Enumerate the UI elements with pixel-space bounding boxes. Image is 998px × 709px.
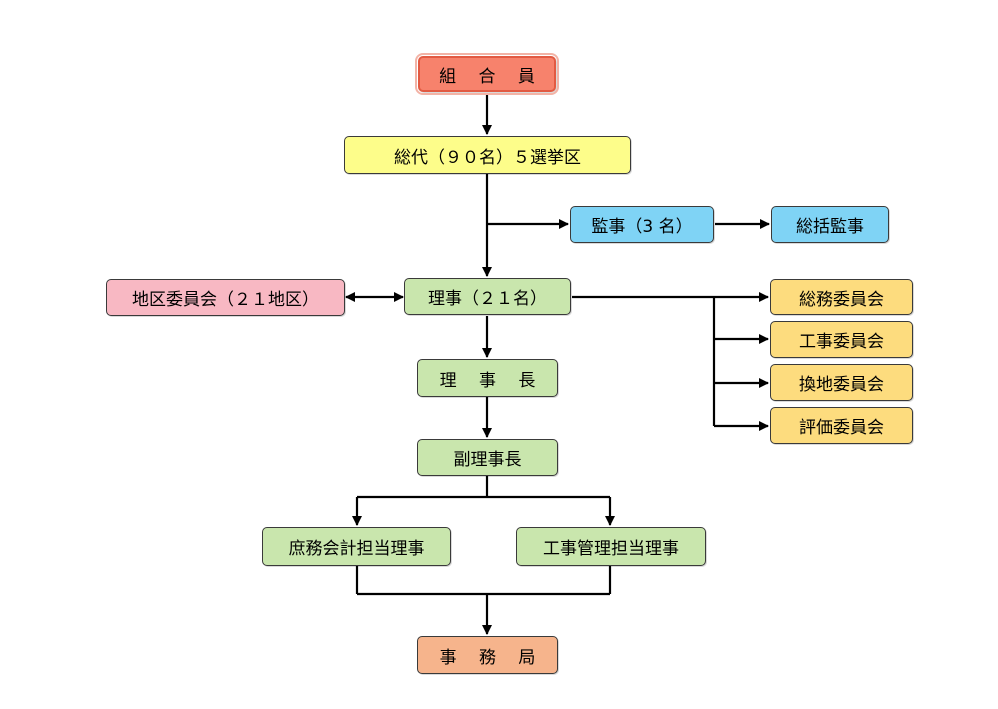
- directors-label: 理事（２１名）: [428, 289, 547, 309]
- construction-director-label: 工事管理担当理事: [543, 539, 679, 559]
- delegates-box: 総代（９０名）５選挙区: [344, 136, 631, 174]
- directors-box: 理事（２１名）: [404, 278, 571, 315]
- delegates-label: 総代（９０名）５選挙区: [394, 147, 581, 168]
- auditors-label: 監事（3 名）: [591, 217, 693, 237]
- auditors-box: 監事（3 名）: [570, 206, 714, 243]
- members-label: 組 合 員: [439, 66, 544, 87]
- committee-label-replotting: 換地委員会: [799, 375, 884, 395]
- committee-label-general: 総務委員会: [799, 289, 884, 310]
- vice-chairman-box: 副理事長: [417, 439, 558, 476]
- committee-box-general: 総務委員会: [770, 279, 913, 315]
- vice-chairman-label: 副理事長: [453, 450, 522, 470]
- committee-box-replotting: 換地委員会: [770, 364, 913, 401]
- construction-director-box: 工事管理担当理事: [516, 527, 706, 566]
- chairman-box: 理 事 長: [417, 359, 558, 397]
- general-affairs-director-box: 庶務会計担当理事: [262, 527, 451, 566]
- chief-auditor-label: 総括監事: [796, 217, 864, 237]
- chairman-label: 理 事 長: [439, 370, 544, 391]
- members-box: 組 合 員: [415, 53, 559, 95]
- general-affairs-director-label: 庶務会計担当理事: [288, 539, 425, 559]
- committee-label-construction: 工事委員会: [799, 332, 884, 352]
- district-committee-box: 地区委員会（２１地区）: [106, 279, 345, 316]
- chief-auditor-box: 総括監事: [771, 206, 889, 243]
- secretariat-box: 事 務 局: [417, 636, 558, 674]
- committee-label-valuation: 評価委員会: [799, 418, 884, 438]
- district-committee-label: 地区委員会（２１地区）: [132, 290, 319, 310]
- secretariat-label: 事 務 局: [439, 647, 544, 668]
- committee-box-valuation: 評価委員会: [770, 407, 913, 444]
- committee-box-construction: 工事委員会: [770, 321, 913, 358]
